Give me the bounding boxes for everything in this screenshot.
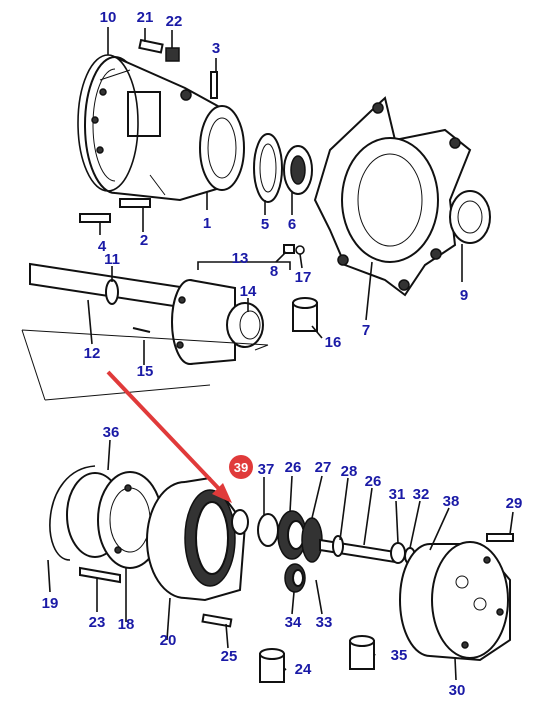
part-label-20: 20 xyxy=(160,632,177,649)
part-label-21: 21 xyxy=(137,9,154,26)
bolt xyxy=(119,198,151,208)
part-label-17: 17 xyxy=(295,269,312,286)
part-label-16: 16 xyxy=(325,334,342,351)
part-label-8: 8 xyxy=(270,263,278,280)
nut xyxy=(165,47,180,62)
end-cover xyxy=(399,541,511,662)
filler-plug xyxy=(349,635,375,670)
pin xyxy=(210,71,218,99)
circlip xyxy=(49,465,96,561)
axle-housing xyxy=(84,56,245,202)
highlight-arrow xyxy=(106,370,232,503)
part-label-28: 28 xyxy=(341,463,358,480)
output-shaft xyxy=(319,538,396,564)
highlight-marker xyxy=(229,455,253,479)
part-label-39: 39 xyxy=(234,460,248,475)
part-label-5: 5 xyxy=(261,216,269,233)
cover-bolt xyxy=(486,533,514,542)
part-label-34: 34 xyxy=(285,614,302,631)
flange xyxy=(171,279,264,365)
part-label-1: 1 xyxy=(203,215,211,232)
part-label-37: 37 xyxy=(258,461,275,478)
drain-plug xyxy=(259,648,285,683)
plug xyxy=(292,297,318,332)
part-label-4: 4 xyxy=(98,238,107,255)
part-label-3: 3 xyxy=(212,40,220,57)
outer-bearing xyxy=(449,190,491,244)
wheel-hub xyxy=(313,96,472,297)
spacer-ring xyxy=(257,513,279,547)
ring-gear xyxy=(146,476,247,602)
stud-bolt xyxy=(138,38,164,54)
part-label-9: 9 xyxy=(460,287,468,304)
part-label-7: 7 xyxy=(362,322,370,339)
part-label-11: 11 xyxy=(104,251,120,268)
part-label-12: 12 xyxy=(84,345,101,362)
circlip-highlighted xyxy=(231,509,249,535)
part-label-29: 29 xyxy=(506,495,523,512)
part-label-10: 10 xyxy=(100,9,117,26)
part-label-23: 23 xyxy=(89,614,106,631)
part-label-35: 35 xyxy=(391,647,408,664)
part-label-32: 32 xyxy=(413,486,430,503)
part-label-26: 26 xyxy=(285,459,302,476)
bolt xyxy=(79,213,111,223)
part-label-6: 6 xyxy=(288,216,296,233)
part-label-22: 22 xyxy=(166,13,183,30)
part-label-26b: 26 xyxy=(365,473,382,490)
part-label-36: 36 xyxy=(103,424,120,441)
part-label-15: 15 xyxy=(137,363,154,380)
seal xyxy=(390,542,406,564)
part-label-30: 30 xyxy=(449,682,466,699)
leader-lines xyxy=(47,27,514,681)
part-label-19: 19 xyxy=(42,595,59,612)
small-planet-gear xyxy=(284,563,306,593)
bracket xyxy=(79,566,121,584)
washer xyxy=(295,245,305,255)
part-label-27: 27 xyxy=(315,459,332,476)
sun-gear xyxy=(277,510,307,560)
part-label-13: 13 xyxy=(232,250,249,267)
planet-carrier xyxy=(97,471,163,569)
part-label-2: 2 xyxy=(140,232,148,249)
bolt xyxy=(201,613,233,628)
screw xyxy=(283,244,295,254)
part-label-24: 24 xyxy=(295,661,312,678)
part-label-38: 38 xyxy=(443,493,460,510)
small-pin xyxy=(132,327,151,333)
part-label-33: 33 xyxy=(316,614,333,631)
seal-ring xyxy=(253,133,283,203)
part-label-18: 18 xyxy=(118,616,135,633)
part-label-14: 14 xyxy=(240,283,257,300)
part-label-25: 25 xyxy=(221,648,238,665)
part-label-31: 31 xyxy=(389,486,406,503)
